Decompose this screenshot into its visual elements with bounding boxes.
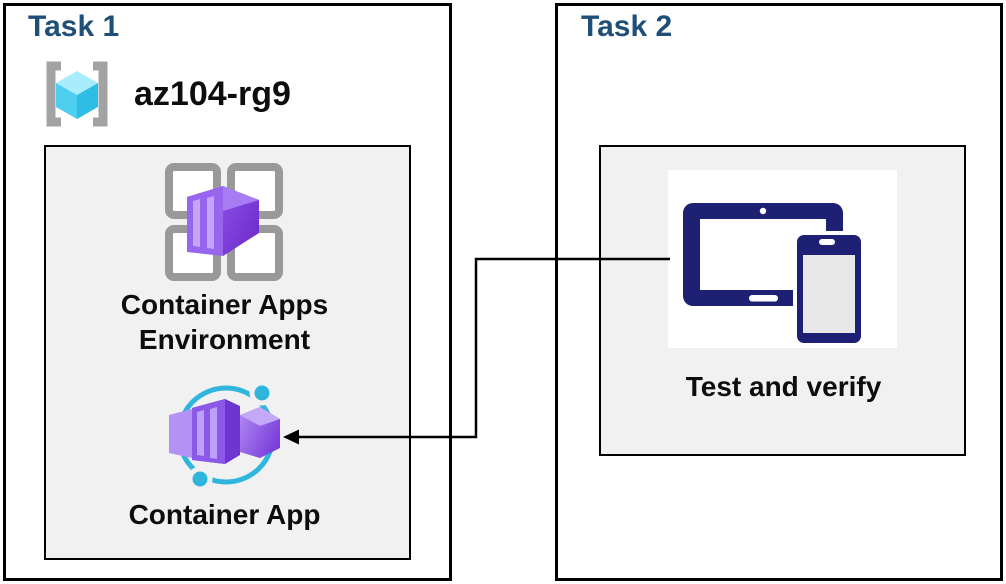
devices-icon — [683, 203, 865, 347]
resource-group-name: az104-rg9 — [134, 74, 291, 113]
task1-title: Task 1 — [28, 10, 120, 43]
task2-title: Task 2 — [581, 10, 673, 43]
resource-group: az104-rg9 — [38, 58, 291, 130]
resource-group-icon — [46, 61, 108, 127]
container-app-label: Container App — [128, 499, 321, 530]
container-app-icon — [169, 380, 280, 492]
test-and-verify-label: Test and verify — [685, 371, 882, 402]
container-apps-environment-label: Container Apps Environment — [120, 289, 329, 355]
devices-panel — [668, 170, 897, 348]
container-apps-environment-icon — [165, 163, 283, 281]
